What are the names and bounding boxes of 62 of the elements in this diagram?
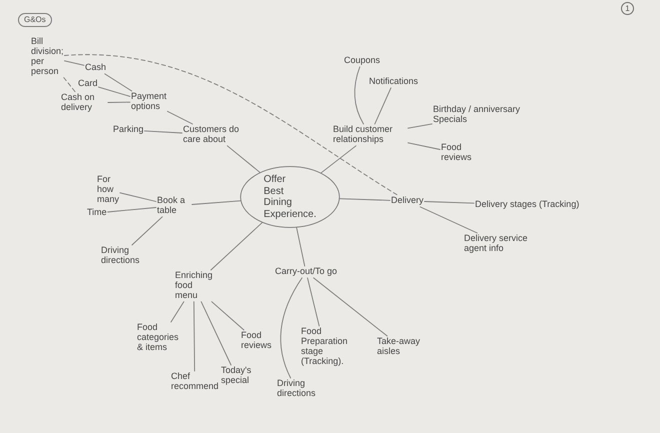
branch-label: Birthday / anniversary Specials — [432, 104, 534, 126]
branch-line — [374, 87, 392, 124]
branch-line — [420, 206, 478, 234]
branch-line — [296, 227, 306, 266]
branch-line — [226, 145, 260, 173]
branch-label: Enriching food menu — [174, 270, 214, 302]
branch-label: Cash on delivery — [60, 92, 108, 114]
branch-label: Food reviews — [440, 142, 473, 164]
branch-line — [408, 123, 432, 129]
branch-label: Build customer relationships — [332, 124, 408, 146]
branch-line — [339, 198, 390, 201]
branch-label: Carry-out/To go — [274, 266, 338, 278]
branch-line — [424, 201, 474, 204]
branch-label: Food reviews — [240, 330, 273, 352]
branch-label: Delivery — [390, 195, 425, 207]
branch-line — [64, 60, 84, 66]
branch-line — [200, 301, 232, 366]
branch-line — [144, 130, 182, 134]
branch-label: Delivery service agent info — [463, 233, 539, 255]
branch-label: Notifications — [368, 76, 420, 88]
branch-line — [132, 216, 163, 246]
branch-label: Driving directions — [276, 378, 317, 400]
branch-line — [170, 301, 184, 322]
branch-line — [408, 142, 440, 150]
branch-label: Bill division; per person — [30, 36, 65, 78]
central-topic-text: Offer Best Dining Experience. — [264, 174, 316, 220]
branch-line — [108, 102, 130, 103]
branch-label: Delivery stages (Tracking) — [474, 199, 580, 211]
dashed-link-line — [64, 54, 398, 196]
branch-label: Customers do care about — [182, 124, 246, 146]
branch-label: Time — [86, 207, 108, 219]
dashed-link-line — [63, 77, 76, 92]
branch-label: For how many — [96, 174, 120, 206]
branch-line — [211, 301, 244, 330]
branch-line — [107, 207, 156, 212]
branch-label: Cash — [84, 62, 108, 74]
branch-line — [193, 301, 196, 372]
branch-line — [210, 222, 263, 270]
branch-label: Coupons — [343, 55, 382, 67]
branch-label: Food Preparation stage (Tracking). — [300, 326, 349, 368]
section-tag: G&Os — [18, 13, 52, 27]
branch-label: Take-away aisles — [376, 336, 426, 358]
branch-label: Card — [77, 78, 99, 90]
branch-line — [307, 277, 320, 326]
branch-line — [98, 86, 130, 97]
branch-label: Payment options — [130, 91, 168, 113]
page-number: 1 — [621, 2, 634, 15]
branch-line — [320, 145, 356, 174]
branch-line — [354, 66, 364, 124]
branch-label: Parking — [112, 124, 145, 136]
branch-label: Chef recommend — [170, 371, 220, 393]
branch-line — [280, 277, 302, 378]
branch-line — [167, 110, 193, 124]
branch-label: Book a table — [156, 195, 192, 217]
branch-line — [192, 200, 241, 205]
central-topic-ellipse — [240, 166, 340, 228]
branch-line — [120, 192, 156, 202]
branch-line — [313, 277, 388, 336]
branch-label: Food categories & items — [136, 322, 186, 354]
branch-label: Today's special — [220, 365, 252, 387]
branch-label: Driving directions — [100, 245, 141, 267]
branch-line — [104, 73, 132, 92]
